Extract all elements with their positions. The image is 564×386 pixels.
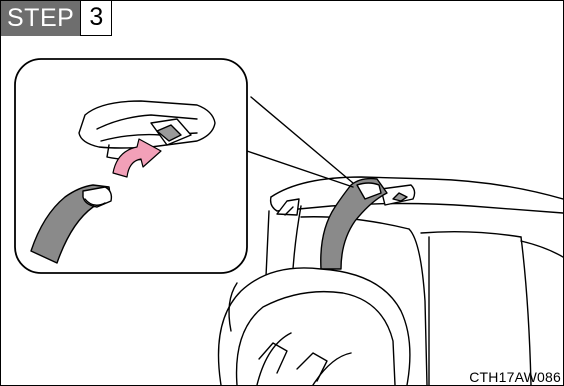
child-seat <box>219 268 410 385</box>
left-anchor-bracket <box>277 199 299 215</box>
callout-pointer <box>247 97 353 187</box>
tether-strap <box>321 179 387 269</box>
top-tether-anchor <box>381 185 415 205</box>
figure-code: CTH17AW086 <box>469 369 561 385</box>
step-number: 3 <box>80 1 112 36</box>
step-badge: STEP 3 <box>1 1 112 36</box>
step-label: STEP <box>1 1 80 36</box>
